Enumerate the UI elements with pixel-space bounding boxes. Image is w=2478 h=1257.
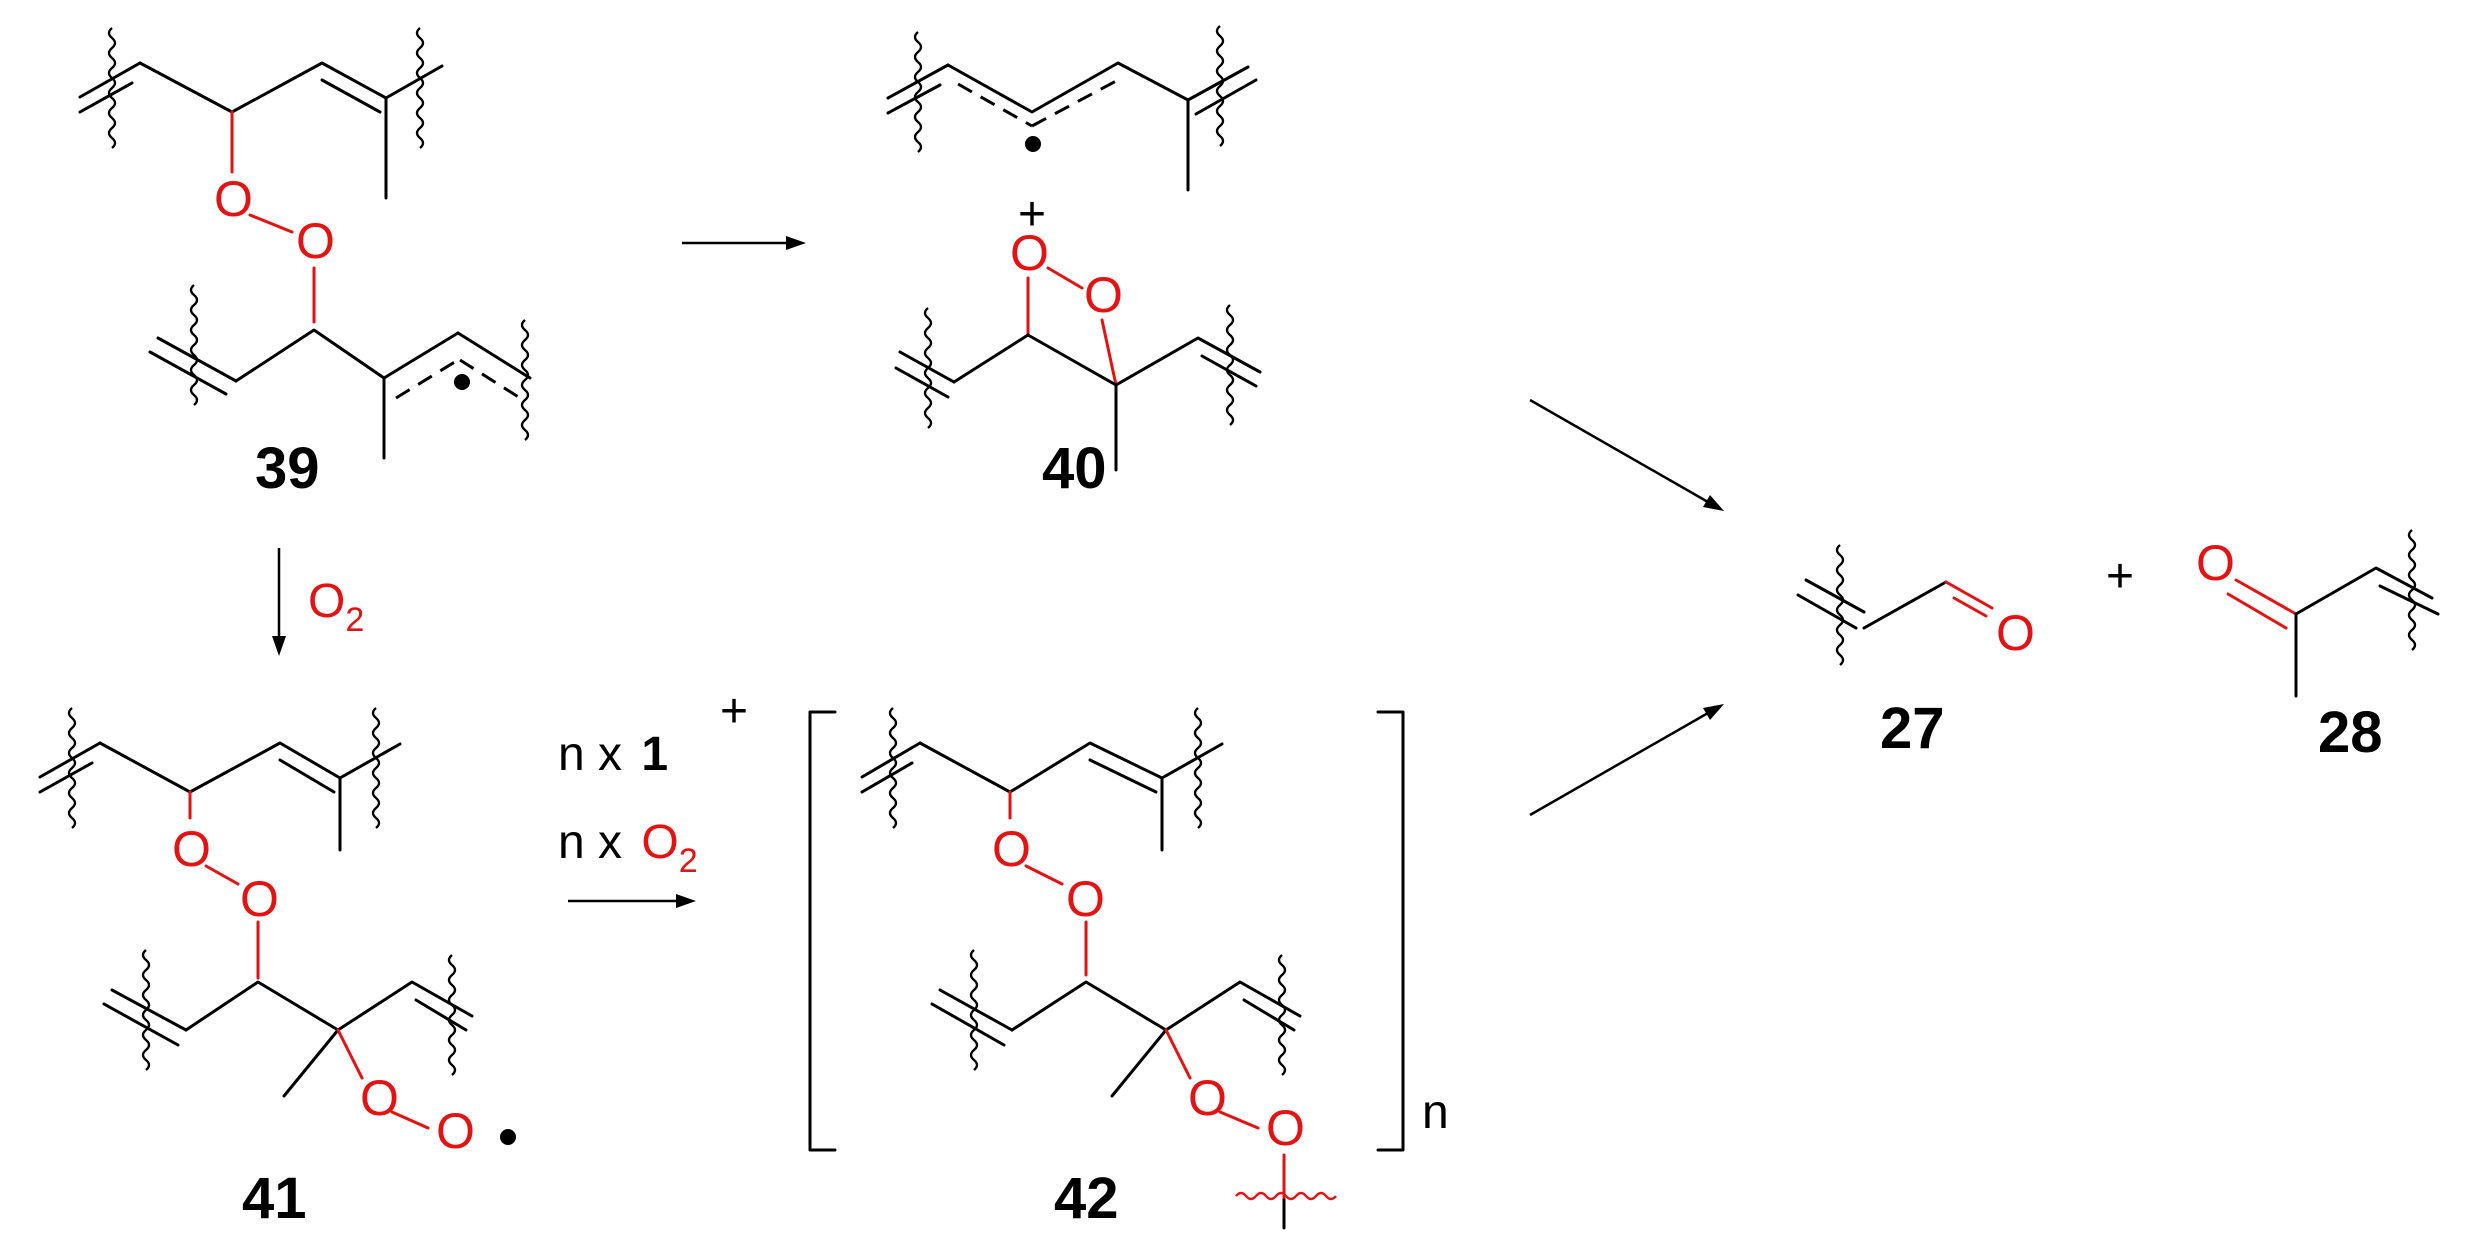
oxygen-atom: O xyxy=(2196,535,2235,591)
compound-label-39: 39 xyxy=(255,436,320,501)
compound-label-42: 42 xyxy=(1054,1166,1119,1231)
arrow-39-to-41: O2 xyxy=(272,548,364,656)
oxygen-atom: O xyxy=(1084,267,1123,323)
compound-label-41: 41 xyxy=(242,1166,307,1231)
oxygen-atom: O xyxy=(296,213,335,269)
plus-superscript: + xyxy=(720,685,748,738)
radical-dot xyxy=(500,1129,516,1145)
oxygen-atom: O xyxy=(1010,225,1049,281)
reagent-n-x-oxygen: n x O2 xyxy=(558,816,698,880)
radical-dot xyxy=(1025,136,1041,152)
arrow-40-to-products xyxy=(1529,398,1724,511)
compound-label-40: 40 xyxy=(1042,436,1107,501)
oxygen-atom: O xyxy=(1266,1100,1305,1156)
polymerization-reagents: n x 1 + n x O2 xyxy=(558,685,748,908)
compound-42: n O O O O 42 xyxy=(808,706,1449,1231)
compound-27: O 27 xyxy=(1796,543,2035,761)
reagent-n-x-monomer: n x 1 xyxy=(558,728,668,781)
oxygen-atom: O xyxy=(992,821,1031,877)
oxygen-atom: O xyxy=(360,1070,399,1126)
compound-label-28: 28 xyxy=(2318,700,2383,765)
arrow-39-to-40 xyxy=(682,236,806,250)
compound-39: O O 39 xyxy=(78,26,532,501)
oxygen-atom: O xyxy=(172,821,211,877)
oxygen-atom: O xyxy=(1066,871,1105,927)
repeat-subscript-n: n xyxy=(1422,1086,1449,1139)
oxygen-atom: O xyxy=(1996,605,2035,661)
compound-40: + O O 40 xyxy=(886,24,1262,501)
plus-sign: + xyxy=(2106,550,2134,603)
oxygen-reagent: O2 xyxy=(308,575,364,639)
oxygen-atom: O xyxy=(214,171,253,227)
compound-28: O 28 xyxy=(2196,528,2440,765)
oxygen-atom: O xyxy=(240,871,279,927)
compound-41: O O O O 41 xyxy=(38,706,516,1231)
oxygen-atom: O xyxy=(436,1103,475,1159)
radical-dot xyxy=(454,374,470,390)
oxygen-atom: O xyxy=(1188,1070,1227,1126)
plus-sign: + xyxy=(1018,188,1046,241)
arrow-42-to-products xyxy=(1529,704,1724,817)
compound-label-27: 27 xyxy=(1880,696,1945,761)
